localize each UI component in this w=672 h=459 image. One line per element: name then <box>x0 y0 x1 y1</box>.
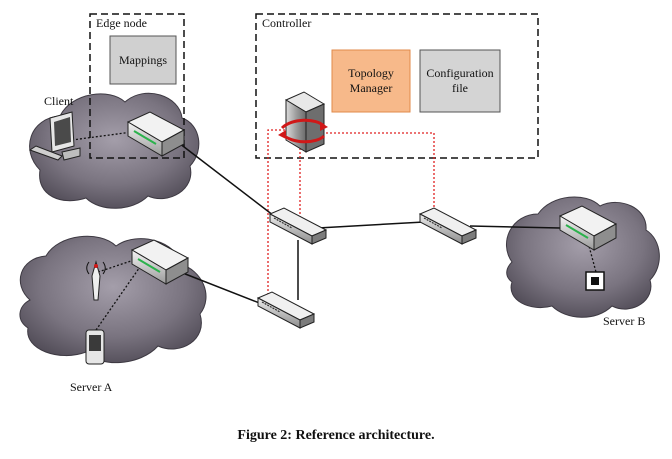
topology-manager-box <box>331 49 411 113</box>
edge-router-icon <box>126 111 186 157</box>
topology-manager-label-line1: Topology <box>348 66 394 80</box>
edge-node-label: Edge node <box>96 16 147 30</box>
server-b-router-icon <box>558 205 618 251</box>
core-switch-2-icon <box>418 207 478 245</box>
mappings-label: Mappings <box>119 53 167 67</box>
controller-box <box>255 13 539 159</box>
client-computer-icon <box>28 111 81 161</box>
server-a-label: Server A <box>70 380 113 394</box>
server-a-router-icon <box>130 239 190 285</box>
access-switch-icon <box>256 291 316 329</box>
network-links <box>169 139 561 305</box>
mappings-box <box>109 35 177 85</box>
control-links <box>267 129 435 300</box>
mobile-phone-icon <box>85 329 105 365</box>
topology-manager-label-line2: Manager <box>350 81 393 95</box>
figure-caption: Figure 2: Reference architecture. <box>237 428 435 443</box>
configuration-file-box <box>419 49 501 113</box>
antenna-icon <box>86 260 106 301</box>
server-b-label: Server B <box>603 314 645 328</box>
configuration-file-label-line1: Configuration <box>426 66 493 80</box>
core-switch-1-icon <box>268 207 328 245</box>
controller-label: Controller <box>262 16 311 30</box>
client-label: Client <box>44 94 74 108</box>
edge-node-box <box>89 13 185 159</box>
server-b-endpoint-icon <box>585 271 605 291</box>
controller-server-icon <box>278 91 328 153</box>
configuration-file-label-line2: file <box>452 81 468 95</box>
